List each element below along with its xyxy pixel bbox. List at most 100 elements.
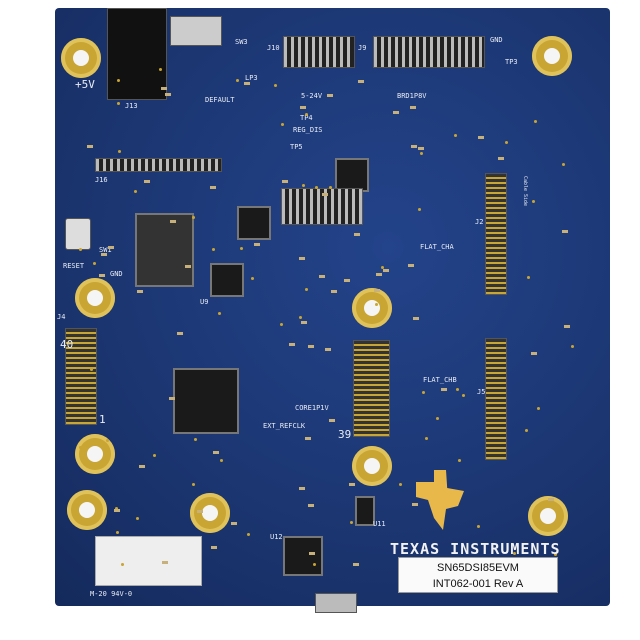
smd-component xyxy=(307,504,314,508)
smd-component xyxy=(326,94,333,98)
mounting-hole xyxy=(75,434,115,474)
dip-switch[interactable] xyxy=(135,213,194,287)
smd-component xyxy=(288,343,295,347)
ic xyxy=(335,158,369,192)
silk-label: J13 xyxy=(125,102,138,110)
usb-connector[interactable] xyxy=(315,593,357,613)
smd-component xyxy=(357,80,364,84)
smd-component xyxy=(307,344,314,348)
silk-label: TP3 xyxy=(505,58,518,66)
smd-component xyxy=(301,321,308,325)
smd-component xyxy=(382,268,389,272)
ic xyxy=(237,206,271,240)
smd-component xyxy=(322,193,329,197)
silk-label: J16 xyxy=(95,176,108,184)
via xyxy=(380,265,384,269)
via xyxy=(211,247,215,251)
silk-label: U11 xyxy=(373,520,386,528)
via xyxy=(250,276,254,280)
main-ic-sn65dsi85 xyxy=(173,368,239,434)
smd-component xyxy=(344,278,351,282)
smd-component xyxy=(325,348,332,352)
smd-component xyxy=(411,145,417,149)
silk-label: FLAT_CHA xyxy=(420,243,454,251)
smd-component xyxy=(308,551,315,555)
silk-label: GND xyxy=(110,270,123,278)
via xyxy=(505,140,509,144)
via xyxy=(417,208,421,212)
smd-component xyxy=(196,510,203,514)
mounting-hole xyxy=(352,288,392,328)
via xyxy=(116,78,120,82)
smd-component xyxy=(318,275,325,279)
silk-label: U12 xyxy=(270,533,283,541)
via xyxy=(193,437,197,441)
smd-component xyxy=(254,243,261,247)
label-line1: SN65DSI85EVM xyxy=(437,562,519,574)
via xyxy=(220,458,224,462)
mounting-hole xyxy=(75,278,115,318)
smd-component xyxy=(114,508,121,512)
via xyxy=(117,102,121,106)
via xyxy=(313,563,317,567)
via xyxy=(374,302,378,306)
smd-component xyxy=(184,264,191,268)
via xyxy=(78,247,82,251)
reset-button[interactable] xyxy=(65,218,91,250)
smd-component xyxy=(107,245,114,249)
smd-component xyxy=(298,487,305,491)
flat-connector-chb[interactable] xyxy=(485,338,507,460)
via xyxy=(298,315,302,319)
smd-component xyxy=(170,220,177,224)
silk-label: J10 xyxy=(267,44,280,52)
smd-component xyxy=(209,186,216,190)
via xyxy=(192,483,196,487)
board-label: SN65DSI85EVM INT062-001 Rev A xyxy=(398,557,558,593)
smd-component xyxy=(348,483,355,487)
via xyxy=(118,149,122,153)
via xyxy=(280,322,284,326)
header[interactable] xyxy=(281,188,363,225)
flat-connector-cha[interactable] xyxy=(485,173,507,295)
via xyxy=(462,394,466,398)
silk-label: J4 xyxy=(57,313,66,321)
silk-label: SW1 xyxy=(99,246,112,254)
switch-sw3[interactable] xyxy=(170,16,222,46)
ic xyxy=(210,263,244,297)
silk-label: TP4 xyxy=(300,114,313,122)
smd-component xyxy=(375,273,382,277)
mounting-hole xyxy=(67,490,107,530)
via xyxy=(79,446,83,450)
header-j16[interactable] xyxy=(95,158,222,172)
pcb-board: +5V SW3 J10 J9 GND TP3 J13 LP3 DEFAULT R… xyxy=(55,8,610,613)
via xyxy=(304,287,308,291)
header-j10[interactable] xyxy=(283,36,355,68)
via xyxy=(422,391,426,395)
smd-component xyxy=(564,325,571,329)
ti-logo xyxy=(416,470,464,530)
via xyxy=(90,368,94,372)
smd-component xyxy=(411,502,418,506)
mipi-connector-j1[interactable] xyxy=(353,340,390,437)
smd-component xyxy=(547,498,554,502)
smd-component xyxy=(417,146,424,150)
smd-component xyxy=(331,290,338,293)
via xyxy=(420,152,424,156)
smd-component xyxy=(281,179,288,183)
header-j9[interactable] xyxy=(373,36,485,68)
smd-component xyxy=(393,111,400,115)
mipi-connector-j4[interactable] xyxy=(65,328,97,425)
silk-label: +5V xyxy=(75,78,95,91)
smd-component xyxy=(87,145,94,149)
power-jack[interactable] xyxy=(107,8,167,100)
via xyxy=(537,406,541,410)
silk-label: DEFAULT xyxy=(205,96,235,104)
edge-connector[interactable] xyxy=(95,536,202,586)
silk-label: LP3 xyxy=(245,74,258,82)
via xyxy=(92,262,96,266)
silk-label: GND xyxy=(490,36,503,44)
smd-component xyxy=(498,157,505,161)
mounting-hole xyxy=(352,446,392,486)
smd-component xyxy=(412,317,419,321)
via xyxy=(136,517,140,521)
